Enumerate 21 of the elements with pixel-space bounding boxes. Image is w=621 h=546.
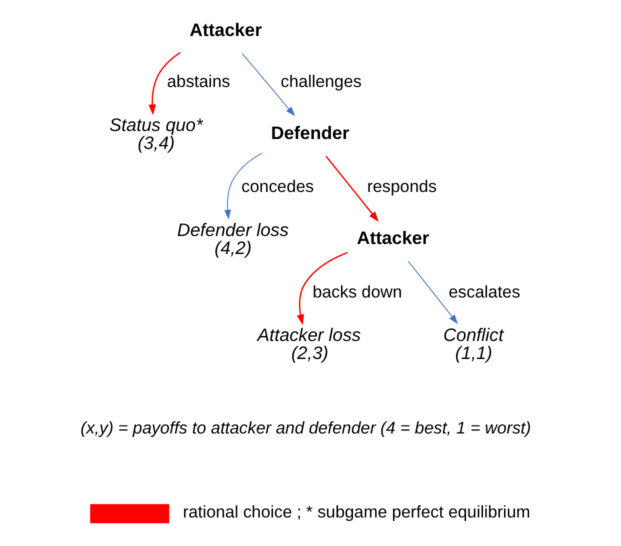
edge-label: concedes bbox=[241, 177, 314, 196]
node-text: Defender bbox=[270, 122, 350, 143]
node-text: Status quo* (3,4) bbox=[109, 114, 203, 154]
node-text: Attacker bbox=[356, 228, 430, 248]
node-text: Conflict (1,1) bbox=[443, 325, 504, 364]
edge-label: responds bbox=[367, 177, 437, 196]
arrow bbox=[242, 52, 296, 116]
legend-label: rational choice ; * subgame perfect equilibrium bbox=[182, 502, 530, 522]
edge-label: backs down bbox=[312, 282, 402, 302]
edge-label: challenges bbox=[280, 72, 362, 92]
arrow bbox=[148, 52, 181, 116]
node-text: Attacker bbox=[190, 20, 262, 40]
edge-label: escalates bbox=[448, 282, 520, 302]
arrow bbox=[325, 156, 379, 222]
label: (x,y) = payoffs to attacker and defender (4 = best, 1 = worst) bbox=[80, 418, 532, 438]
node-text: Attacker loss (2,3) bbox=[257, 325, 361, 364]
edge-label: abstains bbox=[167, 72, 230, 92]
arrow bbox=[296, 252, 348, 326]
arrow bbox=[408, 260, 458, 324]
node-text: Defender loss (4,2) bbox=[177, 220, 289, 258]
arrow bbox=[224, 152, 262, 220]
